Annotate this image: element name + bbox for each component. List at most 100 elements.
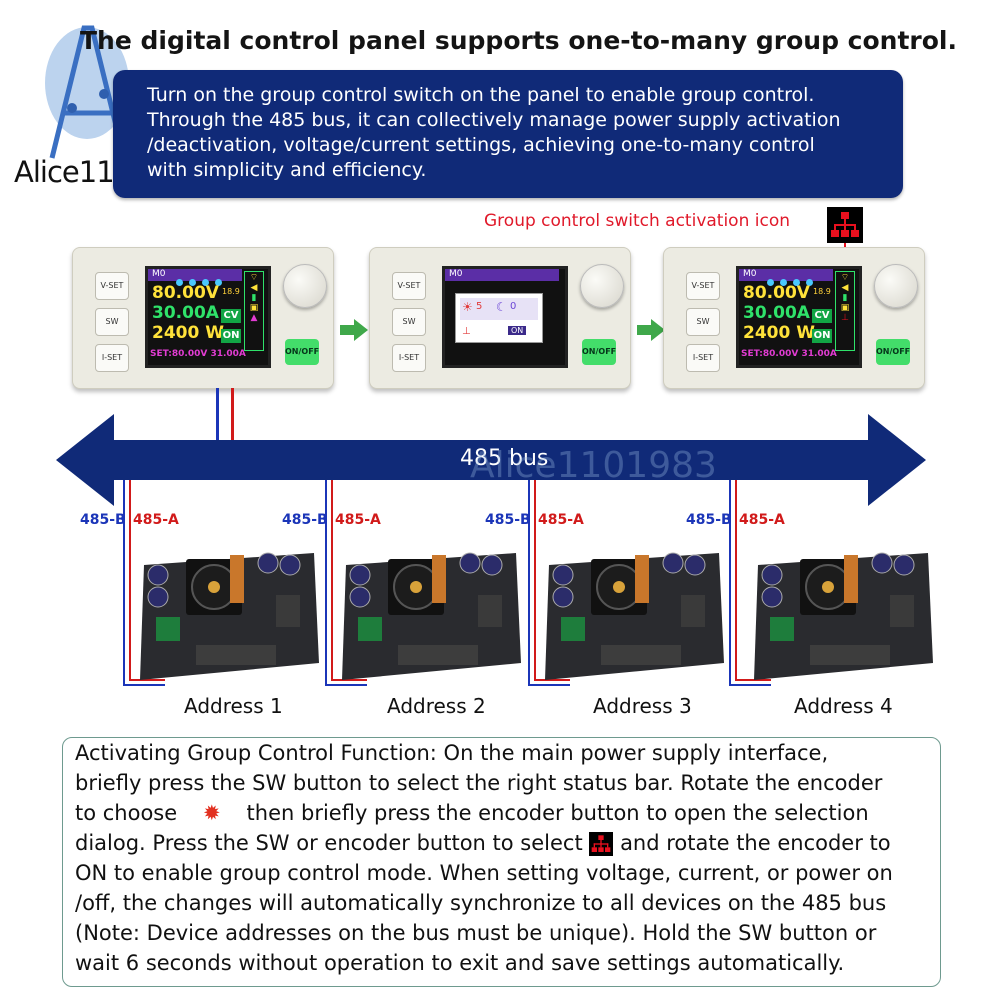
power-module-board-4 bbox=[754, 552, 933, 680]
arrow-right-icon bbox=[637, 319, 665, 341]
panel-screen: M0 80.00V 30.00A 2400 W 18.9 CV ON ⌔ ◀ ▮… bbox=[145, 266, 271, 368]
temperature-readout: 18.9 bbox=[222, 287, 240, 296]
on-badge: ON bbox=[812, 329, 832, 343]
moon-icon: ☾ bbox=[496, 300, 507, 314]
info-banner: Turn on the group control switch on the … bbox=[113, 70, 903, 198]
wire-label-a-2: 485-A bbox=[335, 512, 381, 528]
encoder-knob[interactable] bbox=[874, 264, 918, 308]
set-readout: SET:80.00V 31.00A bbox=[150, 349, 246, 359]
battery-icon: ▮ bbox=[842, 293, 848, 303]
power-readout: 2400 W bbox=[152, 323, 224, 343]
description-line-6: /off, the changes will automatically syn… bbox=[75, 891, 887, 915]
description-line-3-start: to choose bbox=[75, 801, 178, 825]
banner-line-1: Turn on the group control switch on the … bbox=[147, 84, 815, 106]
power-readout: 2400 W bbox=[743, 323, 815, 343]
wifi-icon: ⌔ bbox=[249, 273, 259, 283]
wire-485-b bbox=[216, 388, 219, 440]
right-status-bar: ⌔ ◀ ▮ ▣ ⊥ bbox=[835, 271, 855, 351]
dialog-row bbox=[460, 298, 538, 320]
banner-line-2: Through the 485 bus, it can collectively… bbox=[147, 109, 841, 131]
power-module-board-1 bbox=[140, 552, 319, 680]
description-line-8: wait 6 seconds without operation to exit… bbox=[75, 951, 845, 975]
dialog-value-right: 0 bbox=[510, 301, 517, 312]
lock-icon: ▲ bbox=[250, 313, 258, 323]
description-line-4-end: and rotate the encoder to bbox=[620, 831, 891, 855]
v-set-button[interactable]: V-SET bbox=[95, 272, 129, 300]
on-off-button[interactable]: ON/OFF bbox=[582, 339, 616, 365]
sw-button[interactable]: SW bbox=[95, 308, 129, 336]
banner-line-3: /deactivation, voltage/current settings,… bbox=[147, 134, 815, 156]
i-set-button[interactable]: I-SET bbox=[686, 344, 720, 372]
screen-status-bar bbox=[148, 269, 242, 281]
control-panel-3: V-SET SW I-SET M0 80.00V 30.00A 2400 W 1… bbox=[663, 247, 925, 389]
group-control-icon bbox=[589, 832, 614, 856]
description-line-4-start: dialog. Press the SW or encoder button t… bbox=[75, 831, 583, 855]
screen-status-bar bbox=[445, 269, 559, 281]
description-line-3: to choose ✹ then briefly press the encod… bbox=[75, 801, 869, 825]
encoder-knob[interactable] bbox=[283, 264, 327, 308]
mode-label: M0 bbox=[449, 269, 463, 279]
voltage-readout: 80.00V bbox=[743, 283, 810, 303]
wire-label-a-4: 485-A bbox=[739, 512, 785, 528]
sw-button[interactable]: SW bbox=[392, 308, 426, 336]
power-module-board-2 bbox=[342, 552, 521, 680]
encoder-knob[interactable] bbox=[580, 264, 624, 308]
selection-dialog: ☀ 5 ☾ 0 ⊥ ON bbox=[455, 293, 543, 343]
address-label-2: Address 2 bbox=[387, 694, 486, 718]
battery-icon: ▮ bbox=[251, 293, 257, 303]
watermark-center-text: Alice1101983 bbox=[470, 445, 717, 486]
temperature-readout: 18.9 bbox=[813, 287, 831, 296]
arrow-right-icon bbox=[340, 319, 368, 341]
address-label-3: Address 3 bbox=[593, 694, 692, 718]
wire-label-a-3: 485-A bbox=[538, 512, 584, 528]
brightness-icon: ✹ bbox=[203, 801, 221, 825]
set-readout: SET:80.00V 31.00A bbox=[741, 349, 837, 359]
preset-icon: ▣ bbox=[249, 303, 259, 313]
mode-label: M0 bbox=[152, 269, 166, 279]
current-readout: 30.00A bbox=[743, 303, 810, 323]
wire-label-b-3: 485-B bbox=[485, 512, 531, 528]
description-line-4: dialog. Press the SW or encoder button t… bbox=[75, 831, 891, 856]
address-label-4: Address 4 bbox=[794, 694, 893, 718]
wire-485-a bbox=[231, 388, 234, 440]
group-control-icon-label: Group control switch activation icon bbox=[484, 211, 791, 231]
wire-label-b-1: 485-B bbox=[80, 512, 126, 528]
bus-double-arrow-icon bbox=[56, 414, 926, 506]
i-set-button[interactable]: I-SET bbox=[392, 344, 426, 372]
speaker-icon: ◀ bbox=[250, 283, 258, 293]
status-dots bbox=[767, 271, 835, 286]
description-line-2: briefly press the SW button to select th… bbox=[75, 771, 883, 795]
cv-badge: CV bbox=[812, 309, 832, 323]
watermark-logo-icon bbox=[45, 25, 129, 159]
page-title: The digital control panel supports one-t… bbox=[80, 26, 957, 55]
wire-label-b-2: 485-B bbox=[282, 512, 328, 528]
wifi-icon: ⌔ bbox=[840, 273, 850, 283]
voltage-readout: 80.00V bbox=[152, 283, 219, 303]
preset-icon: ▣ bbox=[840, 303, 850, 313]
wire-label-a-1: 485-A bbox=[133, 512, 179, 528]
description-line-7: (Note: Device addresses on the bus must … bbox=[75, 921, 877, 945]
wiring-diagram bbox=[123, 480, 771, 686]
v-set-button[interactable]: V-SET bbox=[686, 272, 720, 300]
mode-label: M0 bbox=[743, 269, 757, 279]
banner-line-4: with simplicity and efficiency. bbox=[147, 159, 427, 181]
speaker-icon: ◀ bbox=[841, 283, 849, 293]
description-line-1: Activating Group Control Function: On th… bbox=[75, 741, 829, 765]
sw-button[interactable]: SW bbox=[686, 308, 720, 336]
on-off-button[interactable]: ON/OFF bbox=[285, 339, 319, 365]
v-set-button[interactable]: V-SET bbox=[392, 272, 426, 300]
cv-badge: CV bbox=[221, 309, 241, 323]
bus-label: 485 bus bbox=[460, 446, 549, 471]
screen-status-bar bbox=[739, 269, 833, 281]
i-set-button[interactable]: I-SET bbox=[95, 344, 129, 372]
on-badge: ON bbox=[221, 329, 241, 343]
power-module-board-3 bbox=[545, 552, 724, 680]
wire-label-b-4: 485-B bbox=[686, 512, 732, 528]
control-panel-2: V-SET SW I-SET M0 ☀ 5 ☾ 0 ⊥ ON ON/OFF bbox=[369, 247, 631, 389]
panel-screen: M0 80.00V 30.00A 2400 W 18.9 CV ON ⌔ ◀ ▮… bbox=[736, 266, 862, 368]
on-off-button[interactable]: ON/OFF bbox=[876, 339, 910, 365]
dialog-value-left: 5 bbox=[476, 301, 483, 312]
address-label-1: Address 1 bbox=[184, 694, 283, 718]
panel-screen: M0 ☀ 5 ☾ 0 ⊥ ON bbox=[442, 266, 568, 368]
dialog-on-badge: ON bbox=[508, 326, 527, 335]
